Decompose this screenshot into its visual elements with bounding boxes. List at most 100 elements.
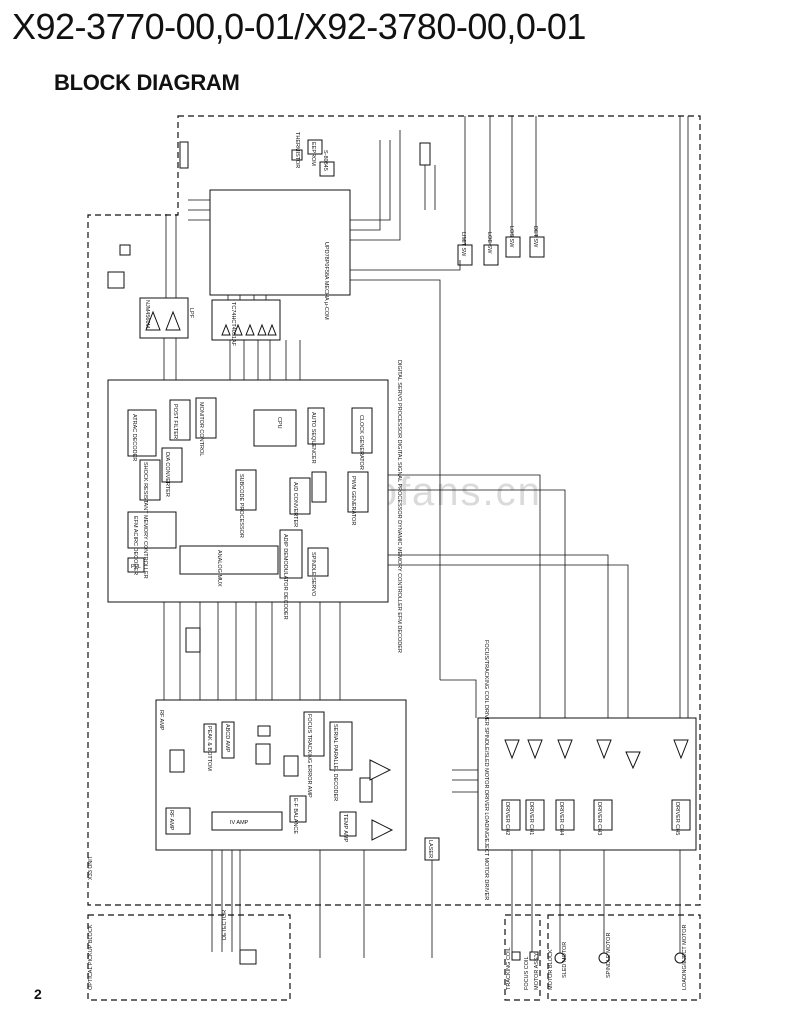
q9-block [185,627,201,653]
signal-wire [165,214,177,298]
diagram-label: MONITOR CONTROL [198,402,204,456]
diagram-label: PLL [131,564,141,570]
diagram-shape [221,323,231,336]
subcode-block [235,469,257,511]
auto-seq-block [307,407,325,445]
pwm-block [347,471,369,513]
loading-motor [674,952,686,964]
signal-wire [163,338,177,380]
diagram-label: DIGITAL SERVO PROCESSOR DIGITAL SIGNAL P… [396,360,402,653]
ic11-label: UPD78P0F58A MECHA μ-COM [323,242,329,320]
signal-wire [440,679,477,718]
signal-wire [229,340,301,380]
diagram-label: DETECTOR [222,910,228,940]
peak-block [203,723,217,753]
signal-wire [464,116,537,245]
diagram-label: FOCUS TRACKING ERROR AMP [306,714,312,798]
diagram-label: CPU [276,417,282,429]
diagram-label: X33 UNIT [88,855,94,880]
serial-block [329,721,353,771]
signal-wire [350,260,461,680]
diagram-label: TEMP AMP [342,814,348,843]
diagram-label: S-80845 [322,150,328,171]
diagram-label: D/A CONVERTER [164,452,170,497]
detector [239,949,257,965]
diagram-label: SUBCODE PROCESSOR [238,474,244,538]
diagram-label: DRIVER CH2 [504,802,510,835]
post-filter-block [169,399,191,441]
ic8-block [107,271,125,289]
signal-wire [511,850,681,955]
signal-wire [188,199,210,221]
signal-wire [679,116,689,718]
diagram-label: AUTO SEQUENCER [310,412,316,464]
atrac-block [127,409,157,457]
signal-wire [319,850,433,958]
diagram-label: FOCUS/TRACKING COIL DRIVER SPINDLE/SLED … [483,640,489,900]
diagram-shape [245,323,255,336]
signal-wire [211,850,241,952]
monitor-block [195,397,217,439]
diagram-label: SPINDLE SERVO [310,552,316,597]
spindle-servo-block [307,547,329,577]
diagram-heading: BLOCK DIAGRAM [54,70,240,95]
fo-tr-block [283,755,299,777]
diagram-shape [527,739,543,760]
diagram-label: SERIAL PARALLEL DECODER [332,724,338,801]
signal-wire [424,165,436,210]
diagram-label: RF AMP [168,810,174,831]
thermistor-block [291,149,303,161]
diagram-label: CLOCK GENERATOR [358,415,364,470]
det-sw [529,236,545,258]
ic12-block [307,139,323,155]
analog-mux-block [179,545,279,575]
focus-coil [529,951,539,961]
diagram-label: DET SW [532,226,538,248]
adip-block [279,529,303,579]
diagram-label: ATRAC DECODER [131,414,137,461]
diagram-shape [625,751,641,770]
driver-ch3 [593,799,613,831]
pll-block [127,557,145,573]
servo-dsp-block [311,471,327,503]
diagram-label: LASER [427,840,433,858]
iv-amp-block [211,811,283,831]
diagram-label: DRIVER CH1 [528,802,534,835]
signal-wire [388,474,566,718]
diagram-label: THERMISTOR [294,132,300,168]
diagram-label: DRIVER CH4 [558,802,564,835]
agc-block [257,725,271,737]
ic13-block [319,161,335,177]
page-number: 2 [34,986,42,1002]
efm-block [127,511,177,549]
diagram-label: PWM GENERATOR [350,476,356,525]
diagram-label: SHOCK RESISTANT MEMORY CONTROLLER [142,462,148,579]
diagram-shape [257,323,267,336]
diagram-label: DRIVER CH5 [674,802,680,835]
diagram-label: LOS SW [508,226,514,248]
signal-wire [452,769,478,793]
diagram-label: OPTICAL PICKUP BLOCK [88,924,94,990]
ad-block [289,477,311,515]
x33-unit-boundary [87,115,701,906]
signal-wire [255,602,341,700]
los-sw [505,236,521,258]
rf-amp-block [165,807,191,835]
balance-block [289,795,307,823]
driver-ch1 [525,799,545,831]
diagram-label: A/D CONVERTER [292,482,298,527]
diagram-label: PEAK & BOTTOM [206,726,212,771]
sled-motor [554,952,566,964]
diagram-label: MOTOR BLOCK [548,949,554,990]
diagram-label: LIMIT SW [460,232,466,257]
signal-wire [350,130,401,241]
agc2-block [255,743,271,765]
ic11-block [209,189,351,296]
signal-wire [388,554,629,718]
diagram-shape [673,739,689,760]
page-title: X92-3770-00,0-01/X92-3780-00,0-01 [12,6,586,47]
diagram-shape [371,819,394,841]
diagram-shape [267,323,277,336]
diagram-label: DRIVER CH3 [596,802,602,835]
